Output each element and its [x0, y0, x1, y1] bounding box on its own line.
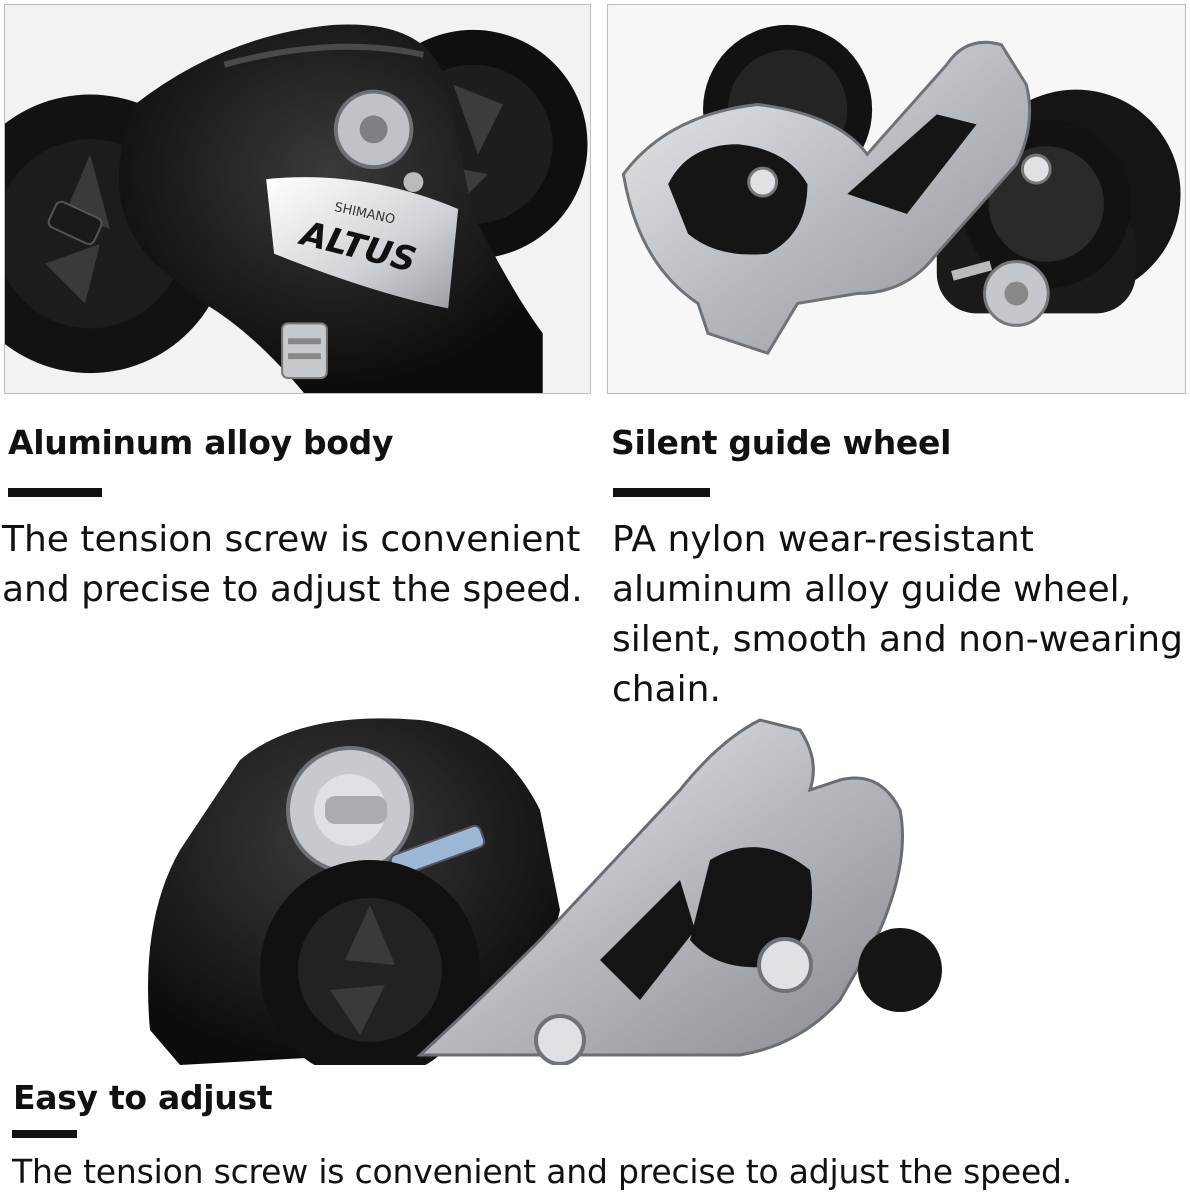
description-line: The tension screw is convenient and prec…	[12, 1152, 1073, 1191]
heading-aluminum-body: Aluminum alloy body	[8, 423, 394, 462]
pivot-bolt	[333, 89, 414, 170]
description-line: and precise to adjust the speed.	[2, 569, 583, 610]
derailleur-body-illustration: SHIMANO ALTUS	[5, 5, 590, 393]
description-easy-adjust: The tension screw is convenient and prec…	[12, 1147, 1072, 1197]
cage-bolt	[534, 1014, 586, 1065]
heading-underline-bottom	[12, 1130, 77, 1138]
altus-badge: SHIMANO ALTUS	[266, 177, 459, 309]
photo-guide-wheel	[607, 4, 1186, 394]
cage-plate	[621, 40, 1032, 355]
upper-pulley-wheel	[260, 860, 480, 1065]
photo-full-derailleur	[120, 700, 1120, 1065]
photo-derailleur-body: SHIMANO ALTUS	[4, 4, 591, 394]
description-line: chain.	[612, 669, 721, 710]
description-guide-wheel: PA nylon wear-resistant aluminum alloy g…	[612, 515, 1183, 715]
cable-adjuster	[281, 322, 328, 380]
full-derailleur-illustration	[148, 718, 942, 1065]
description-line: silent, smooth and non-wearing	[612, 619, 1183, 660]
description-aluminum-body: The tension screw is convenient and prec…	[2, 515, 583, 615]
cage-bolt-upper	[747, 166, 779, 198]
heading-underline-right	[613, 488, 710, 497]
heading-underline-left	[8, 488, 102, 497]
pivot-bolt-assembly	[286, 746, 414, 874]
guide-wheel-illustration	[608, 5, 1185, 393]
lower-pulley-wheel	[858, 928, 942, 1012]
description-line: PA nylon wear-resistant	[612, 519, 1034, 560]
cage-bolt	[757, 937, 813, 993]
cage-bolt-lower	[1020, 153, 1052, 185]
pivot-nut	[983, 260, 1050, 327]
description-line: The tension screw is convenient	[2, 519, 581, 560]
description-line: aluminum alloy guide wheel,	[612, 569, 1132, 610]
heading-easy-adjust: Easy to adjust	[13, 1078, 273, 1117]
heading-guide-wheel: Silent guide wheel	[611, 423, 952, 462]
